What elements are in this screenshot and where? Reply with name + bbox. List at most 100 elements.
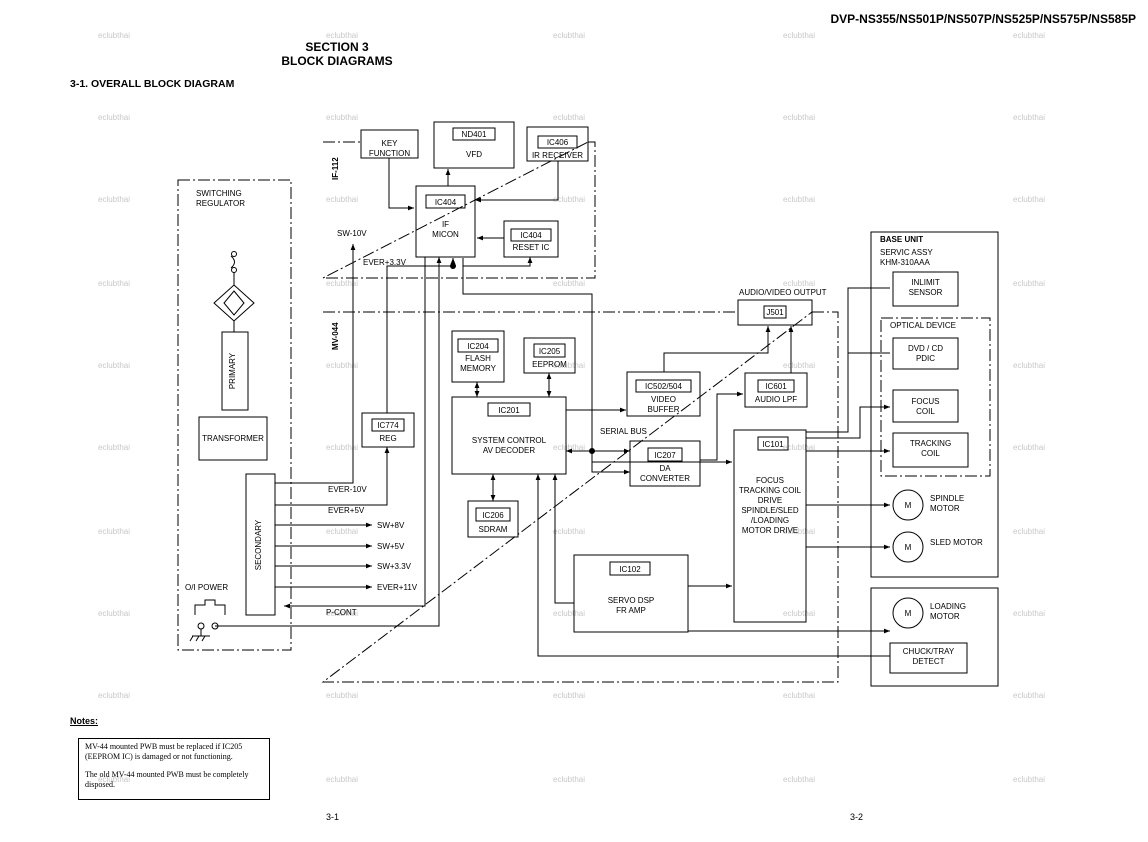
watermark-text: eclubthai (1013, 31, 1045, 40)
watermark-text: eclubthai (553, 609, 585, 618)
da-converter-block-ic-label: IC207 (654, 451, 676, 460)
watermark-text: eclubthai (553, 195, 585, 204)
if-micon-block (415, 185, 476, 258)
sdram-block-ic-tag (475, 507, 511, 522)
board-label-base-unit: BASE UNIT (880, 235, 923, 244)
model-header: DVP-NS355/NS501P/NS507P/NS525P/NS575P/NS… (830, 12, 1136, 26)
secondary-label: SECONDARY (254, 519, 263, 570)
system-control-block-ic-label: IC201 (498, 406, 520, 415)
label-ever-10v: EVER-10V (328, 485, 367, 494)
if-micon-block-ic-label: IC404 (435, 198, 457, 207)
watermark-text: eclubthai (553, 361, 585, 370)
watermark-text: eclubthai (326, 775, 358, 784)
watermark-text: eclubthai (783, 113, 815, 122)
watermark-text: eclubthai (326, 609, 358, 618)
label-sw-8v: SW+8V (377, 521, 405, 530)
board-label-optical: OPTICAL DEVICE (890, 321, 956, 330)
eeprom-block-ic-label: IC205 (539, 347, 561, 356)
vfd-block-label: VFD (466, 150, 482, 159)
sdram-block-label: SDRAM (479, 525, 508, 534)
watermark-text: eclubthai (783, 527, 815, 536)
base-unit-frames (870, 231, 999, 687)
watermark-text: eclubthai (553, 31, 585, 40)
watermark-text: eclubthai (783, 361, 815, 370)
label-sw-3v3: SW+3.3V (377, 562, 412, 571)
connections (215, 158, 890, 657)
spindle-motor-symbol: M (905, 501, 912, 510)
watermark-text: eclubthai (783, 443, 815, 452)
da-converter-block (629, 440, 701, 487)
watermark-text: eclubthai (1013, 609, 1045, 618)
watermark-text: eclubthai (98, 443, 130, 452)
transformer-block-label: TRANSFORMER (202, 434, 264, 443)
dvd-cd-pdic-block (892, 337, 959, 370)
flash-memory-block-ic-label: IC204 (467, 342, 489, 351)
watermark-text: eclubthai (326, 279, 358, 288)
watermark-text: eclubthai (783, 279, 815, 288)
blocks (198, 121, 969, 674)
watermark-text: eclubthai (783, 195, 815, 204)
watermark-text: eclubthai (783, 775, 815, 784)
label-sw-10v: SW-10V (337, 229, 367, 238)
label-ever-5v: EVER+5V (328, 506, 365, 515)
j501-block (737, 299, 813, 326)
watermark-text: eclubthai (553, 527, 585, 536)
if-micon-block-ic-tag (425, 194, 466, 209)
watermark-text: eclubthai (553, 113, 585, 122)
watermark-text: eclubthai (98, 195, 130, 204)
watermark-text: eclubthai (1013, 443, 1045, 452)
vfd-block (433, 121, 515, 169)
watermark-text: eclubthai (783, 691, 815, 700)
label-sled-motor: SLED MOTOR (930, 538, 983, 547)
j501-block-ic-label: J501 (766, 308, 784, 317)
page-number-left: 3-1 (326, 812, 340, 822)
audio-lpf-block (744, 372, 808, 408)
sled-motor-symbol: M (905, 543, 912, 552)
da-converter-block-ic-tag (647, 447, 683, 462)
note-2: The old MV-44 mounted PWB must be comple… (85, 770, 249, 789)
watermark-text: eclubthai (326, 443, 358, 452)
servo-drive-block-ic-label: IC101 (762, 440, 784, 449)
eeprom-block-ic-tag (533, 343, 566, 358)
tracking-coil-block (892, 432, 969, 468)
page-number-right: 3-2 (850, 812, 864, 822)
reset-ic-block-ic-tag (510, 228, 552, 242)
reg-block-ic-label: IC774 (377, 421, 399, 430)
reg-block-ic-tag (371, 418, 405, 432)
servo-dsp-block-ic-tag (609, 561, 651, 576)
watermark-text: eclubthai (1013, 361, 1045, 370)
watermark-text: eclubthai (1013, 527, 1045, 536)
watermark-text: eclubthai (98, 361, 130, 370)
reset-ic-block-label: RESET IC (513, 243, 550, 252)
video-buffer-block-ic-label: IC502/504 (645, 382, 682, 391)
rectifier-symbol (213, 251, 255, 332)
servo-dsp-block-ic-label: IC102 (619, 565, 641, 574)
eeprom-block-label: EEPROM (532, 360, 567, 369)
watermark-text: eclubthai (326, 361, 358, 370)
label-p-cont: P-CONT (326, 608, 357, 617)
watermark-text: eclubthai (553, 279, 585, 288)
reg-block-label: REG (379, 434, 396, 443)
label-sw-5v: SW+5V (377, 542, 405, 551)
audio-lpf-block-ic-tag (757, 379, 795, 393)
junction-dots (450, 263, 595, 454)
vfd-block-ic-tag (452, 127, 496, 141)
watermark-text: eclubthai (783, 31, 815, 40)
watermark-text: eclubthai (553, 775, 585, 784)
notes-box: MV-44 mounted PWB must be replaced if IC… (78, 738, 270, 800)
video-buffer-block-ic-tag (635, 379, 692, 393)
watermark-text: eclubthai (98, 775, 130, 784)
watermark-text: eclubthai (1013, 279, 1045, 288)
ir-receiver-block-ic-tag (537, 135, 578, 149)
watermark-text: eclubthai (326, 691, 358, 700)
